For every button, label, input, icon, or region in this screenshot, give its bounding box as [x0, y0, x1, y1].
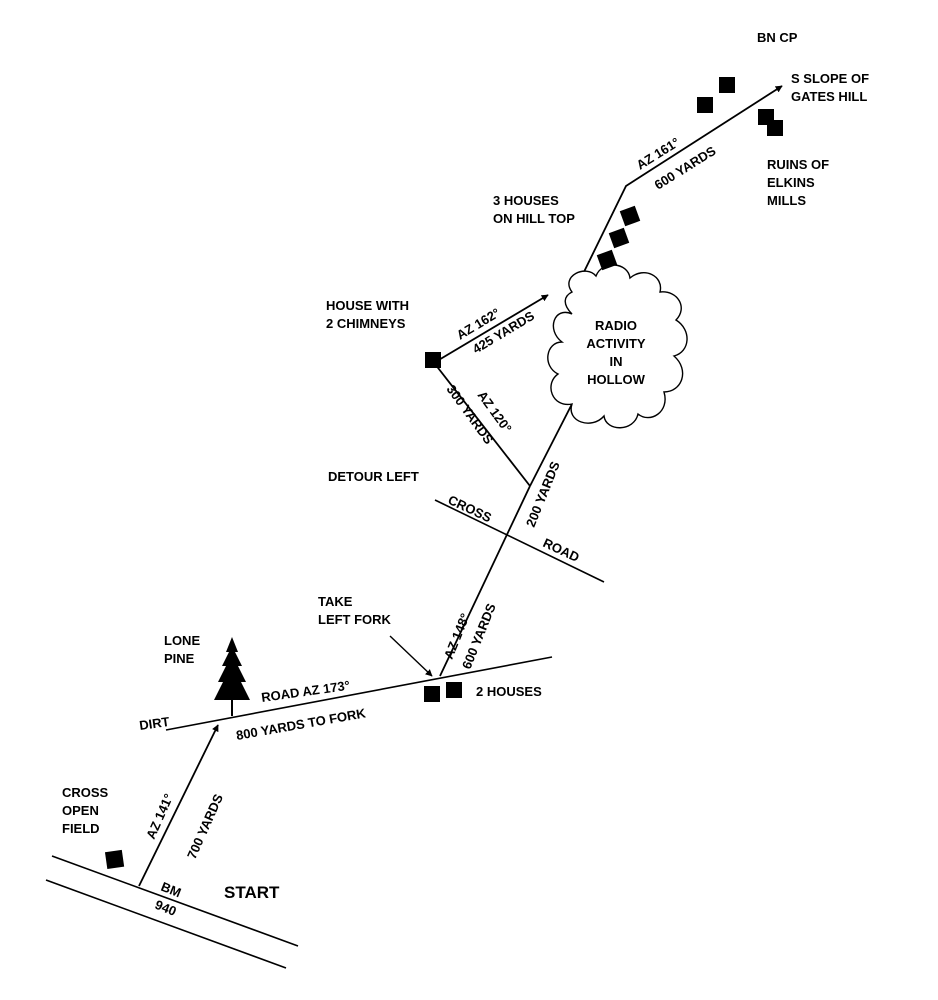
ruins-label-1: RUINS OF: [767, 157, 829, 172]
building-icon: [104, 849, 125, 870]
building-icon: [424, 686, 440, 702]
leg4-distance-label: 200 YARDS: [523, 459, 563, 529]
gates-hill-label-2: GATES HILL: [791, 89, 867, 104]
radio-activity-label-3: IN: [610, 354, 623, 369]
building-icon: [719, 77, 735, 93]
lone-pine-label-2: PINE: [164, 651, 195, 666]
cross-road-label-1: CROSS: [446, 492, 495, 525]
three-houses-label-2: ON HILL TOP: [493, 211, 575, 226]
dirt-label: DIRT: [138, 714, 170, 733]
building-icon: [697, 97, 713, 113]
bn-cp-label: BN CP: [757, 30, 798, 45]
two-houses-label: 2 HOUSES: [476, 684, 542, 699]
bm-label-line1: BM: [159, 879, 183, 900]
pine-tree-icon: [214, 637, 250, 716]
radio-activity-label-1: RADIO: [595, 318, 637, 333]
route-leg-6: [579, 85, 783, 281]
lone-pine-label-1: LONE: [164, 633, 200, 648]
take-left-fork-label-1: TAKE: [318, 594, 353, 609]
route-leg-4: [529, 399, 575, 487]
route-leg-5: [431, 294, 549, 365]
detour-leg: [434, 363, 531, 487]
dirt-road: [165, 656, 553, 731]
radio-activity-label-4: HOLLOW: [587, 372, 645, 387]
cross-open-field-label-3: FIELD: [62, 821, 100, 836]
main-road-lower-edge: [45, 879, 287, 969]
leg1-distance-label: 700 YARDS: [184, 791, 226, 861]
cross-road: [434, 499, 605, 583]
take-left-fork-label-2: LEFT FORK: [318, 612, 392, 627]
fork-pointer-line: [389, 635, 433, 677]
building-icon: [767, 120, 783, 136]
detour-left-label: DETOUR LEFT: [328, 469, 419, 484]
ruins-label-2: ELKINS: [767, 175, 815, 190]
gates-hill-label-1: S SLOPE OF: [791, 71, 869, 86]
start-label: START: [224, 883, 280, 902]
building-icon: [446, 682, 462, 698]
cross-open-field-label-1: CROSS: [62, 785, 109, 800]
building-icon: [619, 205, 641, 227]
route-leg-1: [138, 724, 219, 887]
house-chimneys-label-2: 2 CHIMNEYS: [326, 316, 406, 331]
building-icon: [608, 227, 630, 249]
route-leg-3: [439, 485, 531, 677]
three-houses-label-1: 3 HOUSES: [493, 193, 559, 208]
road-azimuth-label: ROAD AZ 173°: [260, 678, 350, 705]
radio-activity-label-2: ACTIVITY: [586, 336, 646, 351]
house-chimneys-label-1: HOUSE WITH: [326, 298, 409, 313]
main-road-upper-edge: [51, 855, 299, 947]
road-distance-label: 800 YARDS TO FORK: [235, 705, 367, 743]
cross-open-field-label-2: OPEN: [62, 803, 99, 818]
building-icon: [596, 249, 618, 271]
cloud-icon: [547, 264, 688, 429]
ruins-label-3: MILLS: [767, 193, 806, 208]
leg1-azimuth-label: AZ 141°: [143, 791, 176, 841]
building-icon: [425, 352, 441, 368]
